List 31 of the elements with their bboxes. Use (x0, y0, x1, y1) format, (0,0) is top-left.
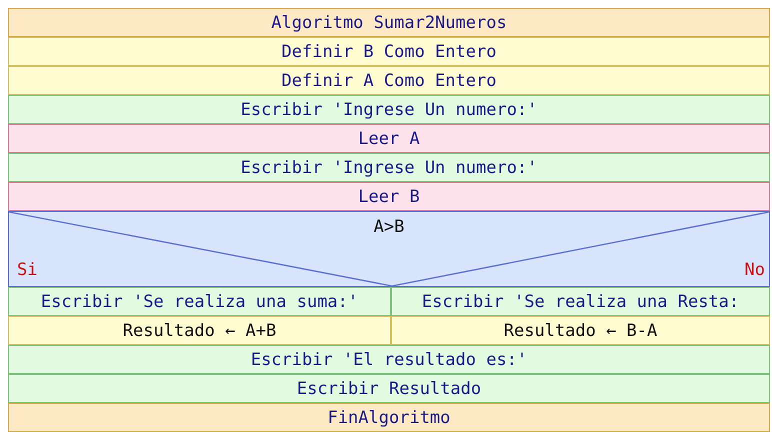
statement-row (391, 287, 770, 316)
false-branch-label: No (744, 260, 765, 280)
statement-row (8, 124, 770, 153)
statement-row (391, 316, 770, 345)
statement-row (8, 345, 770, 374)
statement-row (8, 8, 770, 37)
statement-row (8, 403, 770, 432)
statement-text: FinAlgoritmo (328, 408, 450, 428)
statement-text: Escribir 'Se realiza una Resta: (422, 292, 740, 312)
statement-row (8, 153, 770, 182)
statement-text: Escribir 'El resultado es:' (250, 350, 528, 370)
statement-text: Resultado ← A+B (122, 320, 276, 340)
statement-text: Definir B Como Entero (282, 42, 496, 62)
statement-row (8, 182, 770, 211)
true-branch-label: Si (17, 260, 38, 280)
statement-row (8, 316, 391, 345)
statement-row (8, 374, 770, 403)
statement-text: Leer A (358, 128, 420, 148)
statement-text: Escribir 'Se realiza una suma:' (40, 292, 358, 312)
statement-text: Escribir 'Ingrese Un numero:' (240, 158, 538, 178)
statement-text: Resultado ← B-A (504, 320, 658, 340)
statement-text: Escribir 'Ingrese Un numero:' (240, 100, 538, 120)
statement-text: Algoritmo Sumar2Numeros (271, 12, 507, 32)
statement-row (8, 66, 770, 95)
condition-text: A>B (372, 217, 406, 237)
statement-text: Escribir Resultado (296, 378, 482, 398)
statement-row (8, 95, 770, 124)
statement-row (8, 287, 391, 316)
statement-row (8, 37, 770, 66)
statement-text: Leer B (358, 186, 420, 206)
statement-text: Definir A Como Entero (282, 70, 496, 90)
